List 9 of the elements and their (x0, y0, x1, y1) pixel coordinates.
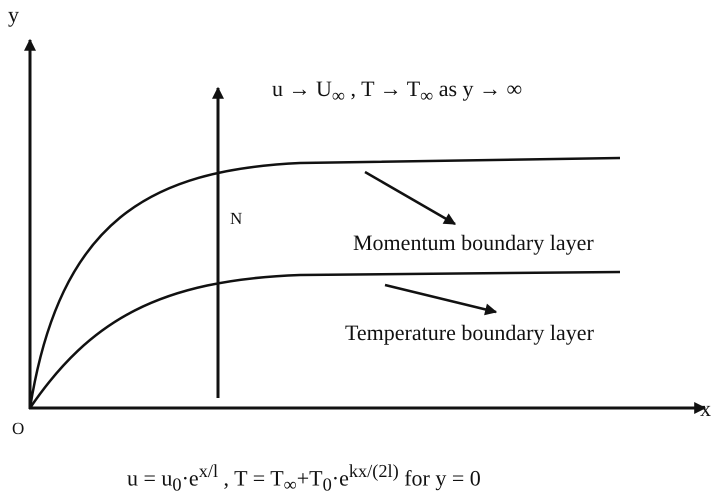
layer-label: Momentum boundary layer (353, 230, 594, 256)
boundary-condition-text: u = u$_{0}$·e$^{x/l}$ , T = T$_{∞}$+T$_{0}$·e$^{kx/(2l)}$ for y = 0 (127, 460, 481, 497)
vector-label: N (230, 208, 242, 230)
leader-arrow (364, 170, 456, 226)
axis-label: y (8, 2, 19, 28)
leader-arrow (384, 284, 498, 316)
boundary-condition-text: u → U$_{∞}$ , T → T$_{∞}$ as y → ∞ (272, 76, 522, 108)
layer-label: Temperature boundary layer (345, 320, 594, 346)
origin-label: O (12, 418, 24, 440)
